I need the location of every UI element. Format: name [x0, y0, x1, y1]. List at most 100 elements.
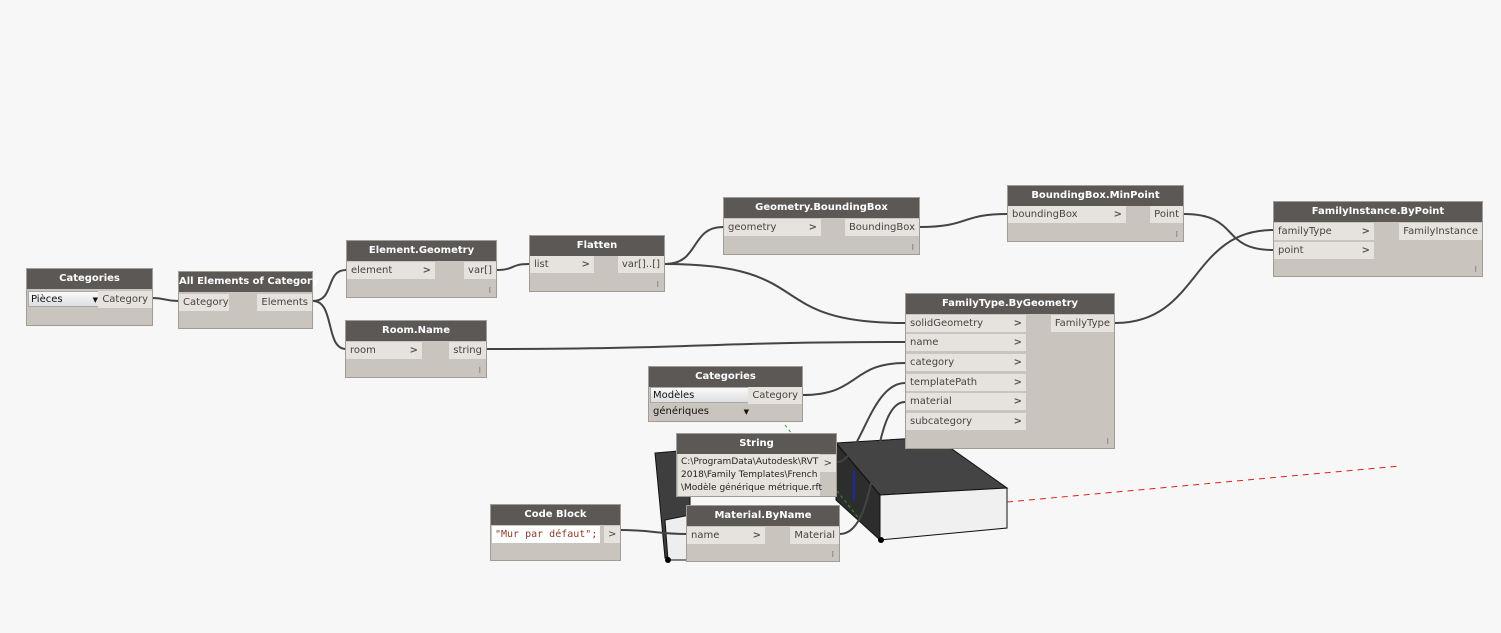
input-port-category[interactable]: Category [179, 294, 229, 311]
wire [836, 382, 906, 463]
port-label: familyType [1278, 226, 1332, 237]
input-port-templatepath[interactable]: templatePath> [906, 374, 1026, 391]
code-input[interactable]: "Mur par défaut"; [492, 526, 601, 543]
port-label: name [691, 530, 720, 541]
input-port-subcategory[interactable]: subcategory> [906, 413, 1026, 430]
input-port-name[interactable]: name > [906, 334, 1026, 351]
dropdown-value: Pièces [31, 294, 63, 305]
input-port-room[interactable]: room> [346, 342, 422, 359]
output-port-familytype[interactable]: FamilyType [1050, 315, 1114, 332]
output-port-boundingbox[interactable]: BoundingBox [844, 219, 919, 236]
node-title: Material.ByName [687, 506, 839, 526]
string-value-input[interactable]: C:\ProgramData\Autodesk\RVT 2018\Family … [678, 454, 823, 496]
node-title: Geometry.BoundingBox [724, 198, 919, 218]
string-line: 2018\Family Templates\French [681, 470, 818, 480]
node-footer-mark: I [831, 550, 834, 559]
node-title: Categories [649, 367, 802, 387]
input-port-solidgeometry[interactable]: solidGeometry> [906, 315, 1026, 332]
categories-node-2[interactable]: Categories Modèles génériques▼ Category [648, 366, 803, 422]
port-label: element [351, 265, 393, 276]
familytype-bygeometry-node[interactable]: FamilyType.ByGeometry solidGeometry> nam… [905, 293, 1115, 449]
chevron-icon: > [1013, 337, 1022, 348]
output-port-elements[interactable]: Elements [257, 294, 312, 311]
node-footer-mark: I [1474, 265, 1477, 274]
string-node[interactable]: String C:\ProgramData\Autodesk\RVT 2018\… [676, 433, 837, 497]
input-port-name[interactable]: name > [687, 527, 765, 544]
chevron-icon: > [422, 265, 431, 276]
string-line: \Modèle générique métrique.rft [681, 483, 823, 493]
output-port-var[interactable]: var[]..[] [617, 256, 664, 273]
all-elements-of-category-node[interactable]: All Elements of Category Category Elemen… [178, 271, 318, 329]
output-port-category[interactable]: Category [748, 387, 802, 404]
geometry-boundingbox-node[interactable]: Geometry.BoundingBox geometry> BoundingB… [723, 197, 920, 255]
node-title: Categories [27, 269, 152, 289]
port-label: material [910, 396, 952, 407]
wire [312, 269, 347, 302]
wire [802, 362, 906, 396]
category-dropdown[interactable]: Pièces ▼ [28, 291, 103, 307]
node-title: Element.Geometry [347, 241, 496, 261]
port-label: point [1278, 245, 1304, 256]
wire [1114, 229, 1274, 324]
input-port-geometry[interactable]: geometry> [724, 219, 821, 236]
chevron-icon: > [581, 259, 590, 270]
code-block-node[interactable]: Code Block "Mur par défaut"; > [490, 504, 621, 561]
chevron-icon: > [808, 222, 817, 233]
boundingbox-minpoint-node[interactable]: BoundingBox.MinPoint boundingBox> Point … [1007, 185, 1184, 242]
output-port-string[interactable]: string [449, 342, 486, 359]
node-title: Code Block [491, 505, 620, 525]
port-label: name [910, 337, 939, 348]
output-port-familyinstance[interactable]: FamilyInstance [1399, 223, 1482, 240]
node-title: FamilyType.ByGeometry [906, 294, 1114, 314]
node-footer-mark: I [1175, 230, 1178, 239]
input-port-category[interactable]: category > [906, 354, 1026, 371]
output-port-material[interactable]: Material [790, 527, 839, 544]
input-port-familytype[interactable]: familyType > [1274, 223, 1374, 240]
category-dropdown[interactable]: Modèles génériques▼ [650, 387, 754, 417]
flatten-node[interactable]: Flatten list> var[]..[] I [529, 235, 665, 292]
node-footer-mark: I [911, 243, 914, 252]
output-port[interactable]: > [819, 455, 836, 472]
dropdown-arrow-icon: ▼ [92, 296, 98, 304]
string-line: C:\ProgramData\Autodesk\RVT [681, 457, 819, 467]
output-port[interactable]: > [604, 526, 620, 543]
chevron-icon: > [1113, 209, 1122, 220]
wire [620, 529, 687, 535]
node-title: Room.Name [346, 321, 486, 341]
node-title: Flatten [530, 236, 664, 256]
node-title: BoundingBox.MinPoint [1008, 186, 1183, 206]
output-port-category[interactable]: Category [98, 291, 152, 308]
node-footer-mark: I [1106, 437, 1109, 446]
node-title: All Elements of Category [179, 272, 318, 292]
material-byname-node[interactable]: Material.ByName name > Material I [686, 505, 840, 562]
chevron-icon: > [1361, 226, 1370, 237]
wire [496, 263, 530, 271]
wire [486, 341, 906, 350]
wire [312, 300, 347, 350]
chevron-icon: > [1013, 357, 1022, 368]
input-port-element[interactable]: element > [347, 262, 435, 279]
chevron-icon: > [1013, 377, 1022, 388]
wire [664, 263, 906, 324]
input-port-material[interactable]: material> [906, 393, 1026, 410]
node-footer-mark: I [478, 366, 481, 375]
input-port-list[interactable]: list > [530, 256, 594, 273]
input-port-point[interactable]: point> [1274, 242, 1374, 259]
dropdown-arrow-icon: ▼ [743, 408, 749, 416]
chevron-icon: > [1013, 416, 1022, 427]
familyinstance-bypoint-node[interactable]: FamilyInstance.ByPoint familyType > point… [1273, 201, 1483, 277]
port-label: list [534, 259, 549, 270]
room-name-node[interactable]: Room.Name room> string I [345, 320, 487, 378]
node-title: String [677, 434, 836, 454]
chevron-icon: > [752, 530, 761, 541]
input-port-boundingbox[interactable]: boundingBox> [1008, 206, 1126, 223]
node-title: FamilyInstance.ByPoint [1274, 202, 1482, 222]
output-port-point[interactable]: Point [1150, 206, 1183, 223]
categories-node[interactable]: Categories Pièces ▼ Category [26, 268, 153, 326]
port-label: category [910, 357, 955, 368]
output-port-var[interactable]: var[] [464, 262, 496, 279]
element-geometry-node[interactable]: Element.Geometry element> var[] I [346, 240, 497, 298]
wire [839, 401, 906, 535]
